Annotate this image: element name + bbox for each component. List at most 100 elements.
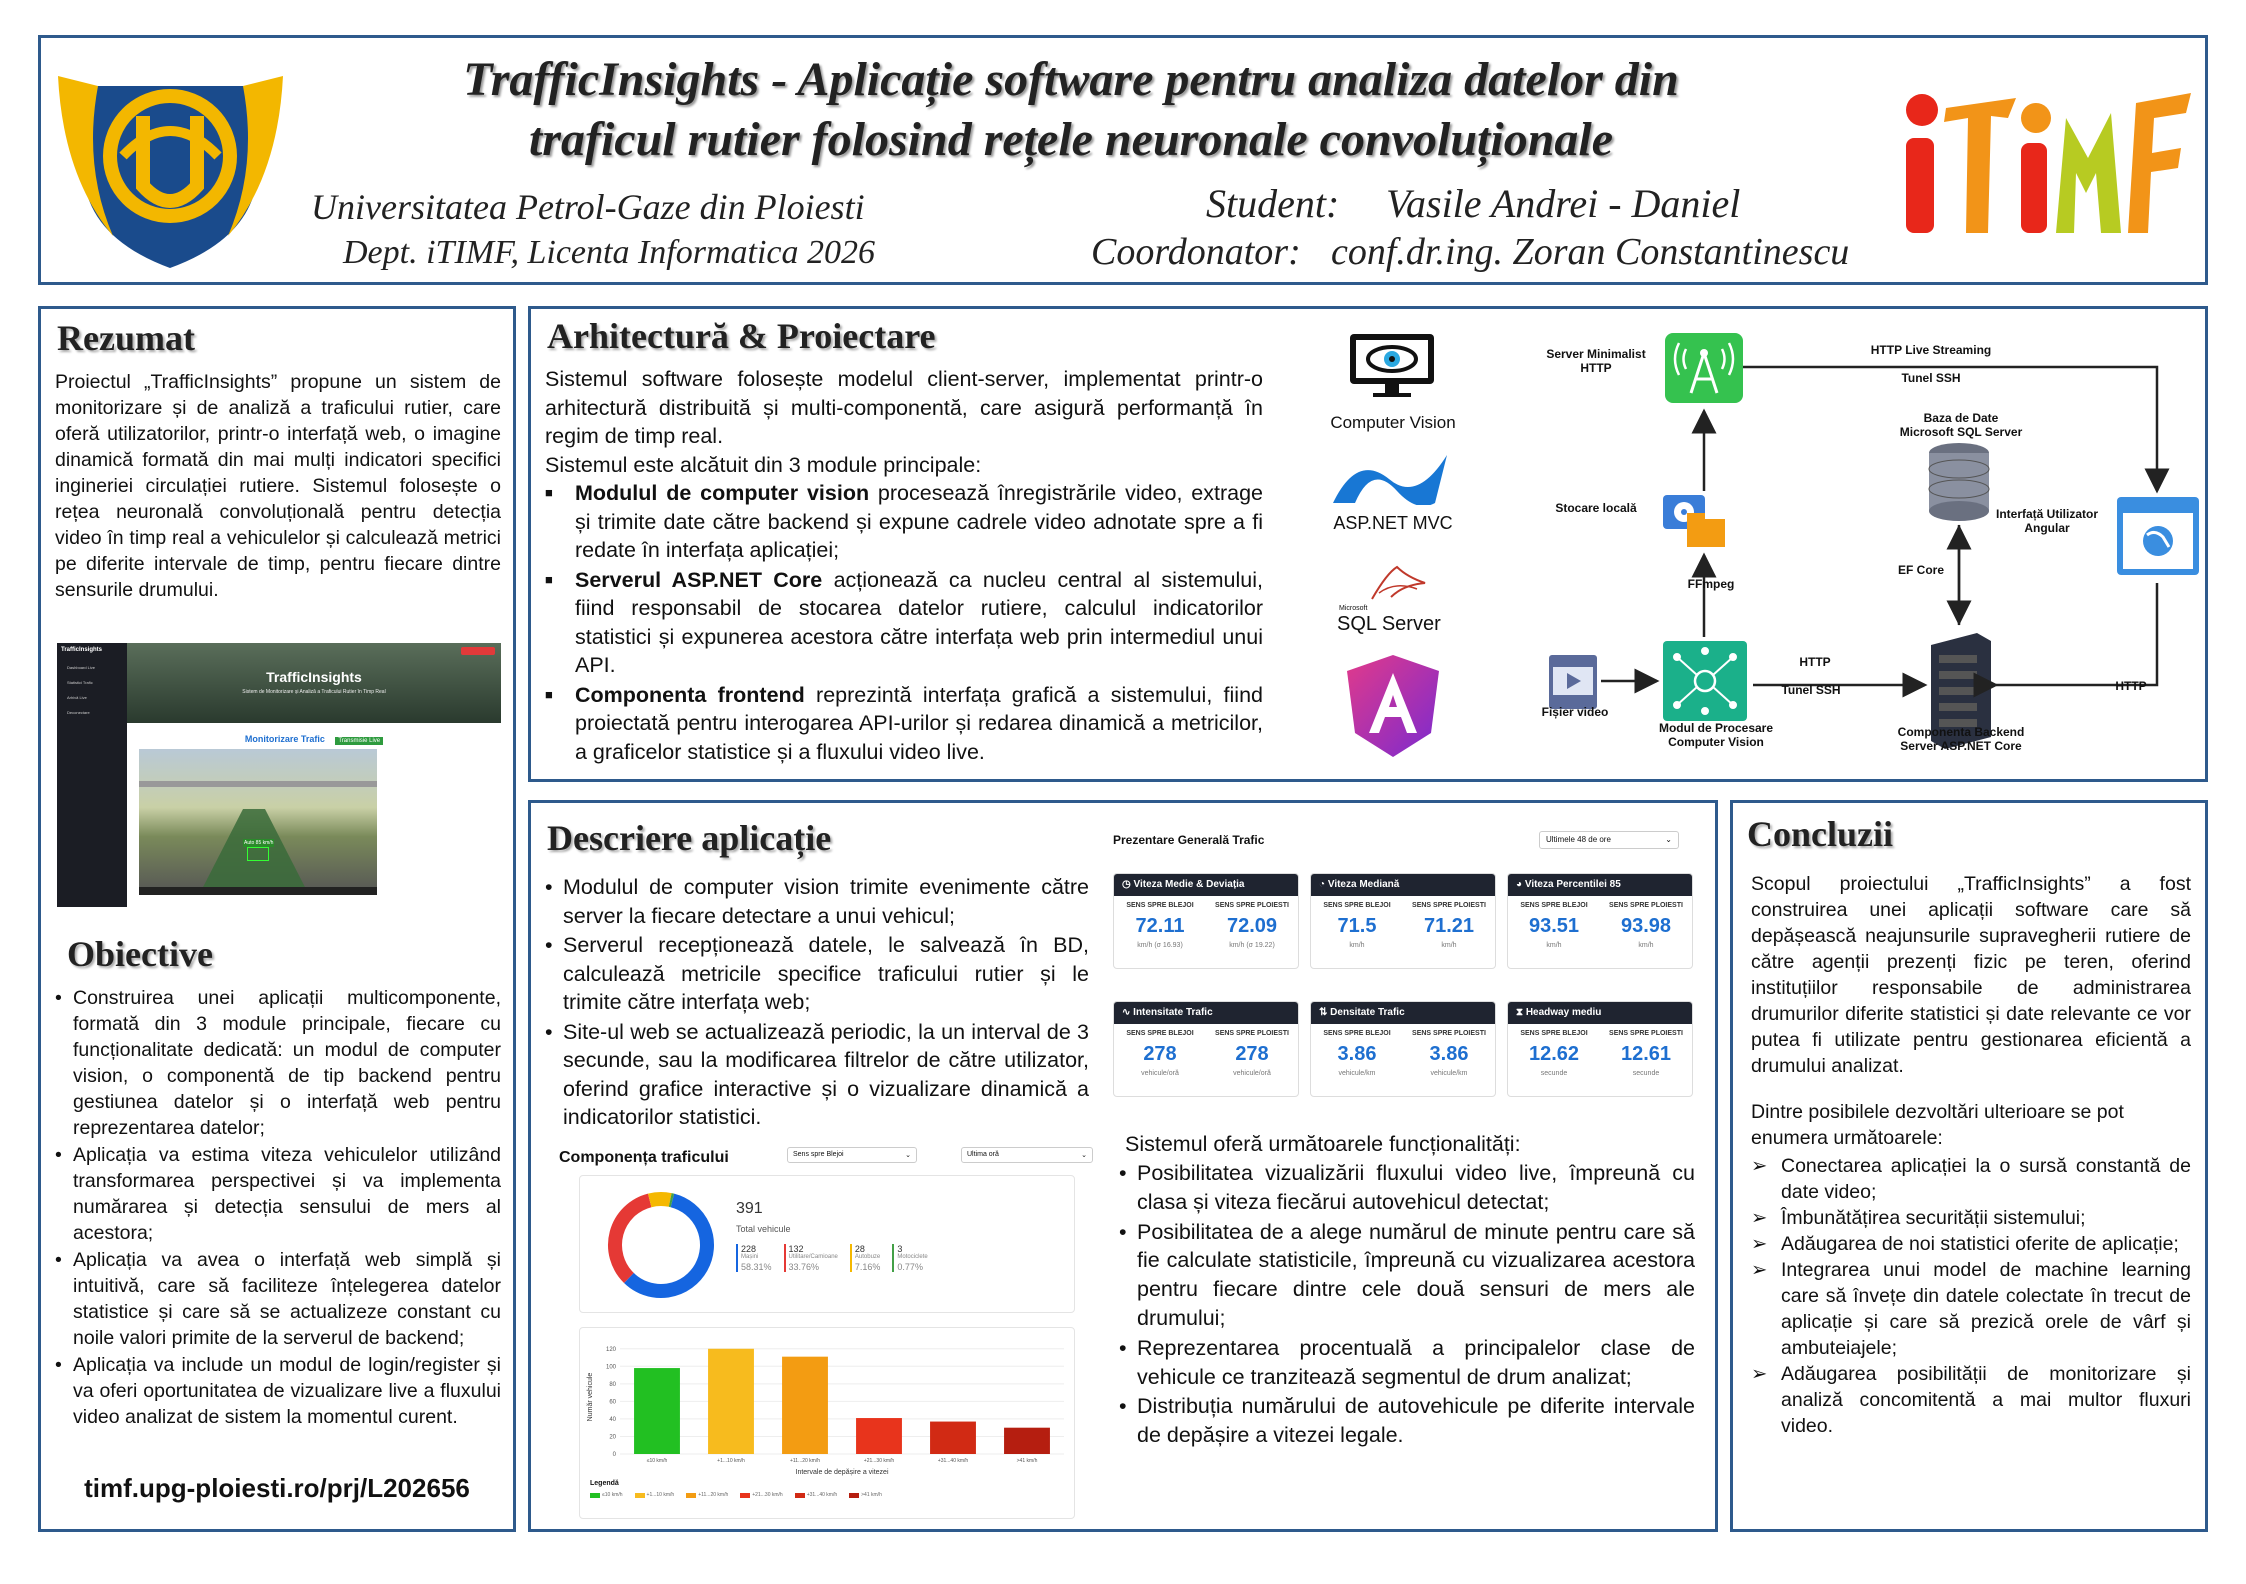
stocare-label: Stocare locală bbox=[1555, 501, 1637, 515]
concluzii-item: Îmbunătățirea securității sistemului; bbox=[1751, 1205, 2191, 1231]
arhitectura-panel: Arhitectură & Proiectare Sistemul softwa… bbox=[528, 306, 2208, 782]
banner-subtitle: Sistem de Monitorizare și Analiză a Traf… bbox=[242, 689, 386, 695]
stat-value: 93.51 bbox=[1528, 915, 1580, 937]
bar-legend-item[interactable]: +21...30 km/h bbox=[740, 1492, 783, 1498]
func-intro: Sistemul oferă următoarele funcționalită… bbox=[1125, 1132, 1521, 1156]
obiectiv-item: Aplicația va estima viteza vehiculelor u… bbox=[55, 1142, 501, 1246]
video-file-icon bbox=[1549, 655, 1597, 709]
cv-module-label: Modul de Procesare Computer Vision bbox=[1658, 721, 1774, 749]
ui-browser-icon bbox=[2117, 497, 2199, 575]
stat-value: 72.11 bbox=[1135, 915, 1185, 937]
chevron-down-icon: ⌄ bbox=[905, 1152, 911, 1159]
concluzii-p1: Scopul proiectului „TrafficInsights” a f… bbox=[1751, 873, 2191, 1077]
bar-legend-item[interactable]: +1...10 km/h bbox=[634, 1492, 674, 1498]
total-vehicles-label: Total vehicule bbox=[736, 1224, 791, 1234]
bar-legend-item[interactable]: +31...40 km/h bbox=[794, 1492, 837, 1498]
project-url[interactable]: timf.upg-ploiesti.ro/prj/L202656 bbox=[84, 1473, 470, 1503]
nav-archive[interactable]: Arhivă Live bbox=[67, 695, 87, 700]
arhitectura-intro2: Sistemul este alcătuit din 3 module prin… bbox=[545, 452, 982, 477]
live-video-frame: Auto 85 km/h bbox=[139, 749, 377, 895]
sql-small-label: Microsoft bbox=[1339, 605, 1368, 612]
architecture-diagram bbox=[1549, 333, 2199, 749]
nav-logout[interactable]: Deconectare bbox=[67, 710, 90, 715]
database-icon bbox=[1928, 443, 1990, 521]
arhitectura-intro: Sistemul software folosește modelul clie… bbox=[545, 367, 1263, 448]
cv-logo-label: Computer Vision bbox=[1330, 413, 1456, 432]
backend-label: Componenta Backend Server ASP.NET Core bbox=[1897, 725, 2025, 753]
cv-module-icon bbox=[1663, 641, 1747, 721]
stat-card-title: ⧗ Headway mediu bbox=[1508, 1002, 1692, 1024]
stat-value: 71.21 bbox=[1423, 915, 1475, 937]
componenta-filter-direction[interactable]: Sens spre Blejoi⌄ bbox=[787, 1147, 917, 1163]
stat-value: 71.5 bbox=[1337, 915, 1377, 937]
chevron-down-icon: ⌄ bbox=[1665, 835, 1672, 844]
student-name: Vasile Andrei - Daniel bbox=[1386, 181, 1741, 226]
upg-logo bbox=[58, 76, 283, 268]
bar-legend-item[interactable]: ≤10 km/h bbox=[590, 1492, 623, 1498]
hourglass-icon: ⧗ bbox=[1516, 1007, 1524, 1018]
stat-value: 12.61 bbox=[1620, 1043, 1672, 1065]
bar-legend: ≤10 km/h +1...10 km/h +11...20 km/h +21...3… bbox=[590, 1492, 882, 1498]
stat-value: 3.86 bbox=[1429, 1043, 1469, 1065]
y-tick-label: 40 bbox=[609, 1417, 616, 1423]
nav-dashboard[interactable]: Dashboard Live bbox=[67, 665, 96, 670]
func-item: Distribuția numărului de autovehicule pe… bbox=[1119, 1392, 1695, 1450]
bar[interactable] bbox=[1004, 1427, 1050, 1454]
bar[interactable] bbox=[856, 1418, 902, 1454]
density-icon: ⇅ bbox=[1319, 1007, 1328, 1018]
aspnet-logo-label: ASP.NET MVC bbox=[1333, 513, 1453, 533]
stat-card-title: ◕ Viteza Percentilei 85 bbox=[1508, 874, 1692, 896]
concluzii-title: Concluzii bbox=[1747, 814, 1894, 854]
func-item: Posibilitatea vizualizării fluxului vide… bbox=[1119, 1159, 1695, 1217]
stat-card-title: ◔ Viteza Mediană bbox=[1311, 874, 1495, 896]
bar-legend-item[interactable]: +11...20 km/h bbox=[686, 1492, 728, 1498]
stat-value: 72.09 bbox=[1226, 915, 1278, 937]
y-tick-label: 120 bbox=[606, 1347, 617, 1353]
concluzii-list: Conectarea aplicației la o sursă constan… bbox=[1751, 1153, 2191, 1439]
coordinator-label: Coordonator: bbox=[1091, 231, 1301, 273]
total-vehicles: 391 bbox=[736, 1200, 763, 1217]
x-tick-label: +1...10 km/h bbox=[717, 1458, 745, 1464]
y-tick-label: 100 bbox=[606, 1364, 617, 1370]
server-min-label: Server Minimalist HTTP bbox=[1546, 347, 1646, 375]
x-tick-label: +21...30 km/h bbox=[864, 1458, 895, 1464]
nav-stats[interactable]: Statistici Trafic bbox=[67, 680, 93, 685]
descriere-panel: Descriere aplicație Modulul de computer … bbox=[528, 800, 1718, 1532]
donut-slice[interactable] bbox=[624, 1193, 714, 1298]
bar-legend-item[interactable]: >41 km/h bbox=[849, 1492, 882, 1498]
donut-slice[interactable] bbox=[647, 1192, 672, 1208]
poster-title-line2: traficul rutier folosind rețele neuronal… bbox=[528, 113, 1614, 166]
ui-label: Interfață Utilizator Angular bbox=[1995, 507, 2098, 535]
bar[interactable] bbox=[930, 1421, 976, 1454]
backend-server-icon bbox=[1931, 633, 1991, 749]
descriere-list: Modulul de computer vision trimite eveni… bbox=[545, 873, 1089, 1133]
bar[interactable] bbox=[708, 1348, 754, 1454]
sql-server-icon bbox=[1371, 565, 1426, 600]
y-tick-label: 20 bbox=[609, 1434, 616, 1440]
x-tick-label: ≤10 km/h bbox=[647, 1458, 668, 1464]
y-tick-label: 80 bbox=[609, 1382, 616, 1388]
bar[interactable] bbox=[634, 1368, 680, 1454]
donut-slice[interactable] bbox=[608, 1193, 652, 1283]
bar[interactable] bbox=[782, 1356, 828, 1454]
componenta-filter-time[interactable]: Ultima oră⌄ bbox=[961, 1147, 1093, 1163]
y-tick-label: 0 bbox=[613, 1452, 617, 1458]
stat-value: 12.62 bbox=[1528, 1043, 1580, 1065]
clock-icon: ◔ bbox=[1319, 879, 1326, 890]
x-axis-label: Intervale de depășire a vitezei bbox=[796, 1469, 889, 1476]
overview-filter[interactable]: Ultimele 48 de ore⌄ bbox=[1539, 831, 1679, 849]
x-tick-label: +31...40 km/h bbox=[938, 1458, 969, 1464]
fisier-video-label: Fișier video bbox=[1541, 705, 1609, 719]
arhitectura-title: Arhitectură & Proiectare bbox=[547, 316, 936, 356]
overview-title: Prezentare Generală Trafic bbox=[1113, 833, 1265, 847]
app-name: TrafficInsights bbox=[61, 647, 103, 653]
concluzii-item: Adăugarea de noi statistici oferite de a… bbox=[1751, 1231, 2191, 1257]
speed-icon: ◷ bbox=[1122, 879, 1131, 890]
car-label: Auto 85 km/h bbox=[243, 839, 275, 847]
